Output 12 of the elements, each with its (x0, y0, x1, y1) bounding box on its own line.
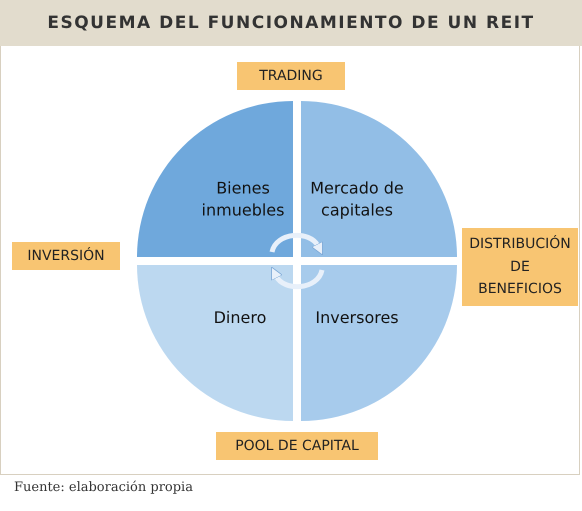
segment-label: Inversores (314, 307, 400, 329)
segment-label: Mercado de capitales (309, 177, 405, 221)
curved-arrow (270, 267, 324, 290)
category-label: INVERSIÓN (12, 242, 120, 270)
category-label: TRADING (237, 62, 345, 90)
curved-arrow (270, 232, 324, 255)
source-caption: Fuente: elaboración propia (14, 480, 193, 495)
segment-label: Dinero (212, 307, 268, 329)
category-label: DISTRIBUCIÓN DE BENEFICIOS (462, 228, 578, 306)
category-label: POOL DE CAPITAL (216, 432, 378, 460)
title-banner: ESQUEMA DEL FUNCIONAMIENTO DE UN REIT (0, 0, 582, 46)
segment-label: Bienes inmuebles (200, 177, 286, 221)
